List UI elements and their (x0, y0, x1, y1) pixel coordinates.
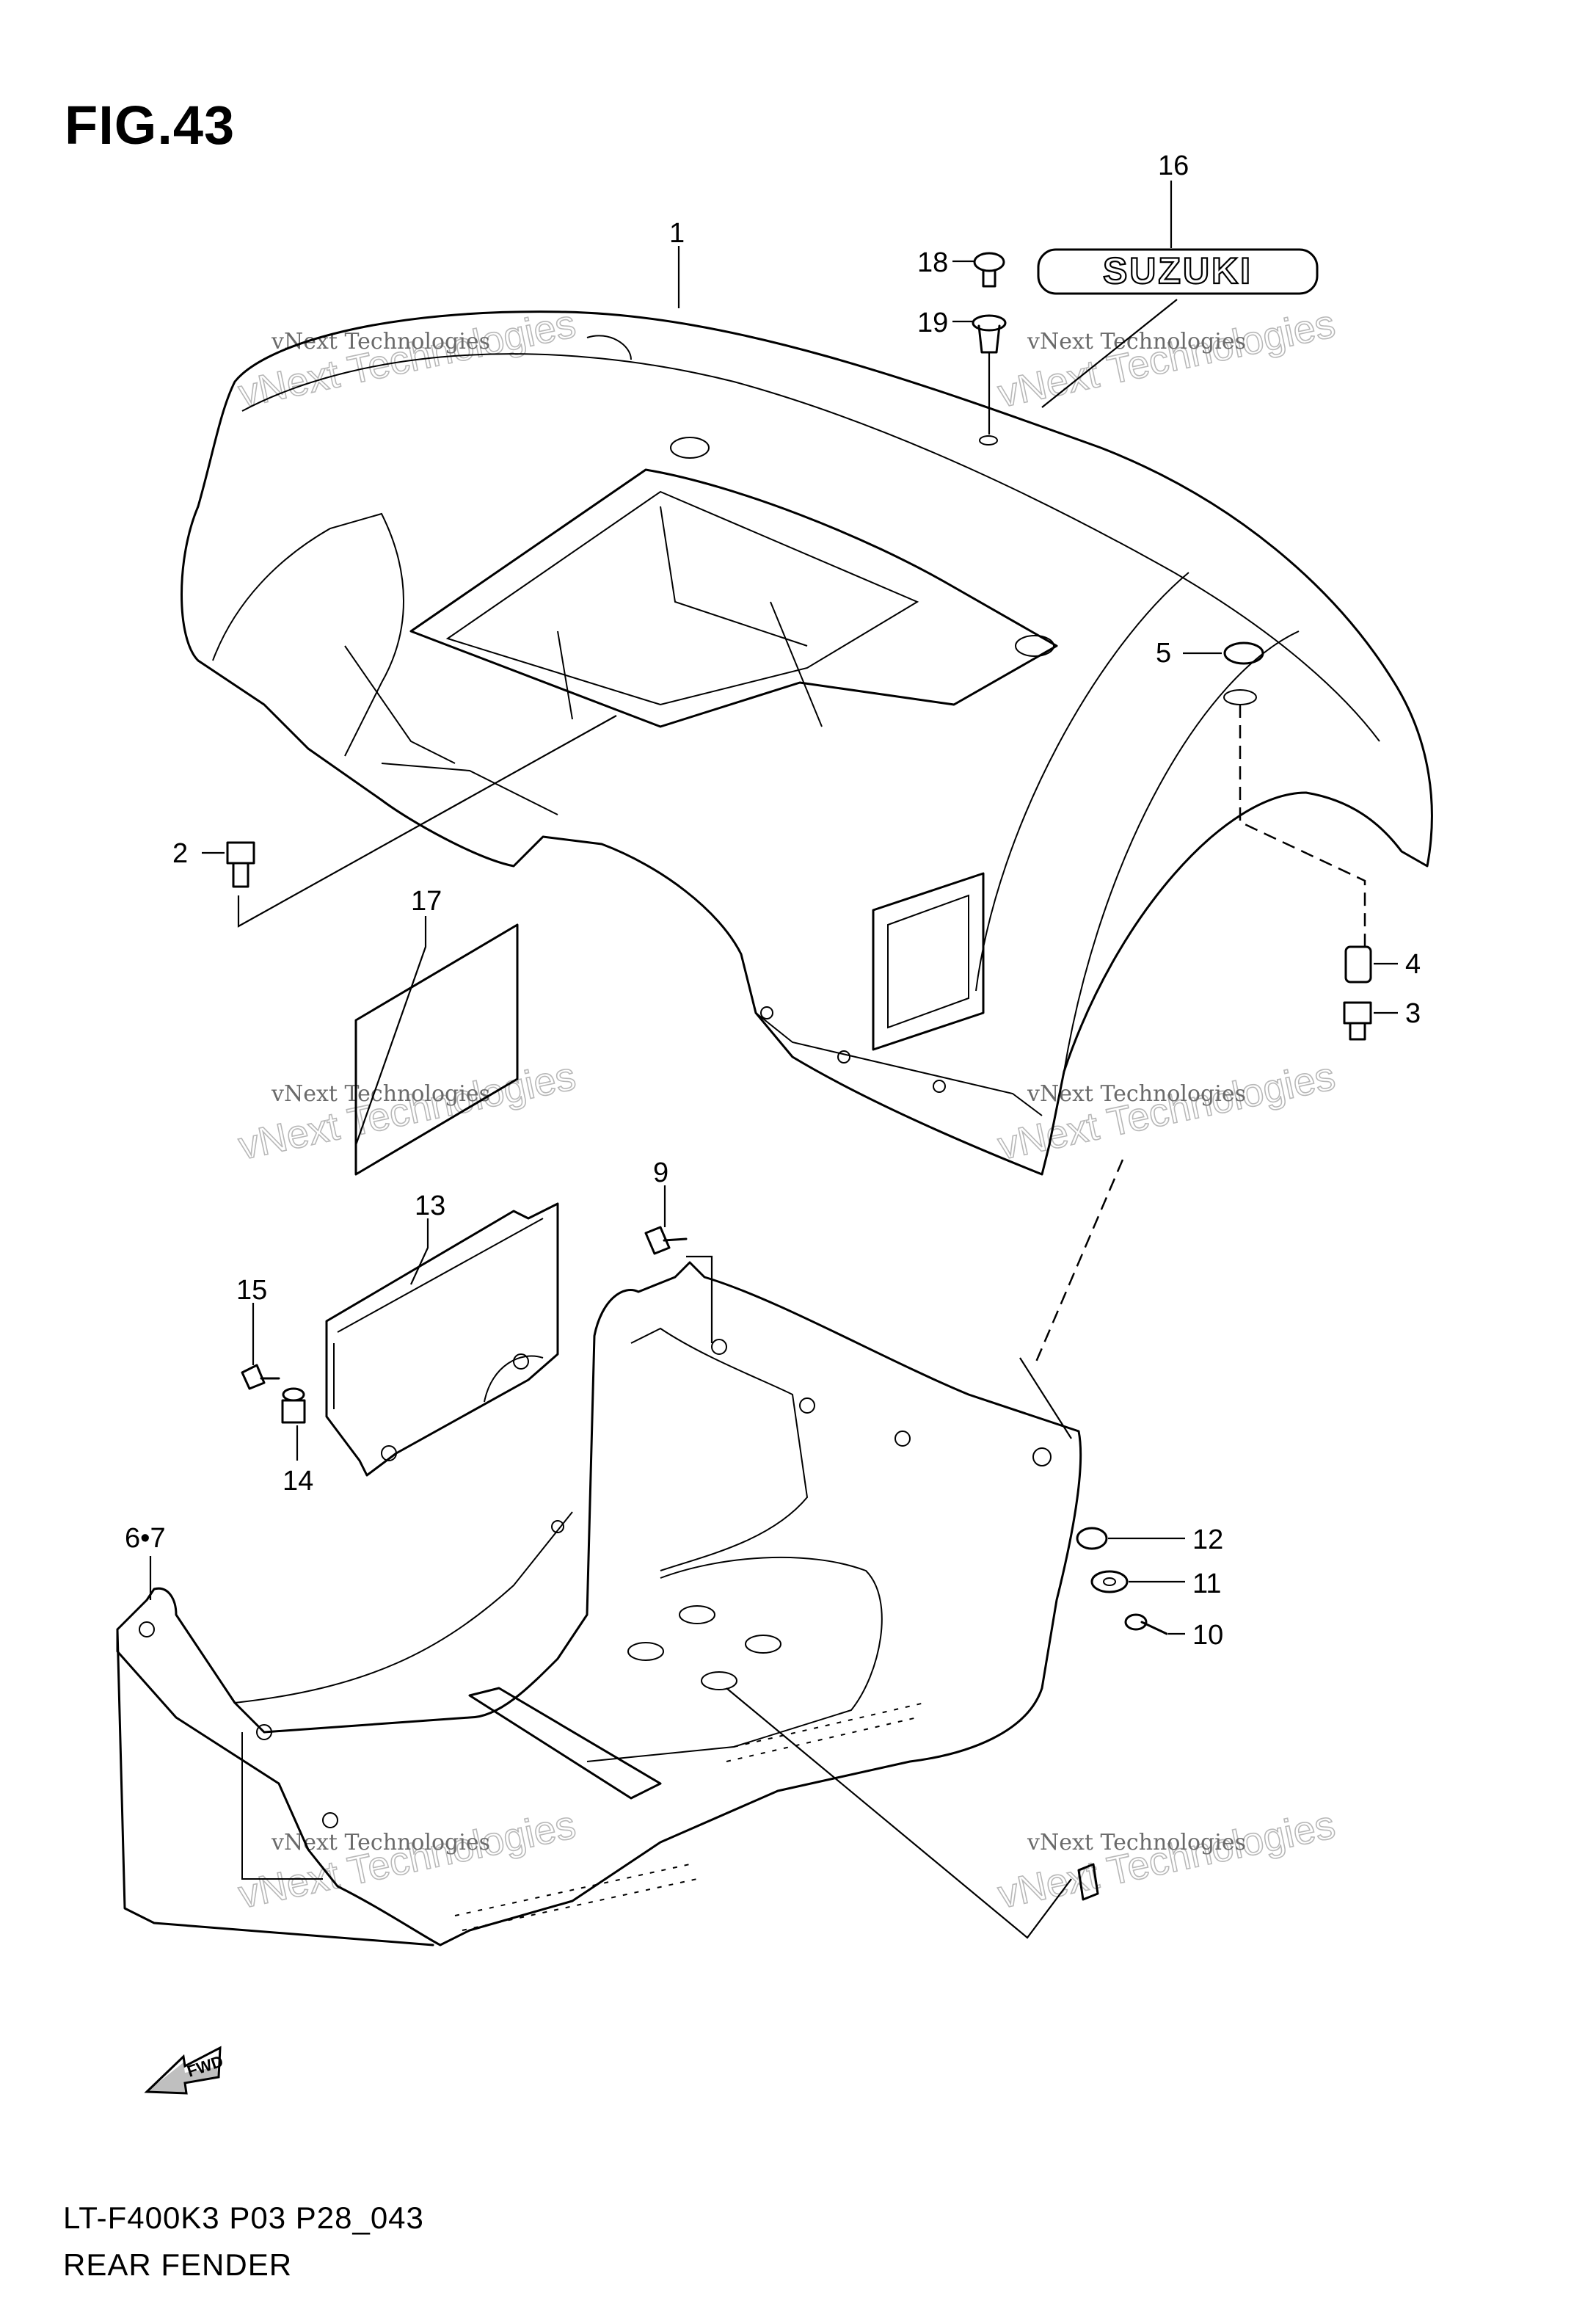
label-sheet-part (354, 923, 519, 1176)
svg-text:vNext Technologies: vNext Technologies (994, 1803, 1339, 1917)
svg-text:vNext Technologies: vNext Technologies (1027, 1830, 1246, 1855)
bolt-3 (1343, 1001, 1372, 1041)
watermark-4: vNext Technologies vNext Technologies (994, 1053, 1339, 1168)
rear-fender-part (181, 310, 1433, 1176)
svg-text:vNext Technologies: vNext Technologies (271, 1081, 490, 1107)
bushing-4 (1344, 945, 1372, 984)
svg-text:vNext Technologies: vNext Technologies (994, 1054, 1339, 1168)
bolt-2 (226, 841, 255, 888)
nut-14 (281, 1387, 306, 1424)
callout-18: 18 (917, 247, 948, 278)
callout-2: 2 (172, 838, 188, 869)
callout-1: 1 (669, 218, 685, 249)
footrest-mudguard-part (116, 1261, 1082, 1946)
svg-text:vNext Technologies: vNext Technologies (1027, 1081, 1246, 1107)
svg-text:vNext Technologies: vNext Technologies (271, 1830, 490, 1855)
watermark-6: vNext Technologies vNext Technologies (994, 1802, 1339, 1917)
bolt-10 (1124, 1613, 1168, 1635)
watermark-3: vNext Technologies vNext Technologies (234, 1053, 580, 1168)
callout-13: 13 (415, 1190, 445, 1221)
svg-text:SUZUKI: SUZUKI (1103, 250, 1253, 291)
grommet-5 (1223, 641, 1264, 665)
callout-labels: 1 2 3 4 5 6•7 9 10 11 12 13 14 15 16 17 … (125, 150, 1421, 1651)
callout-4: 4 (1405, 949, 1421, 980)
svg-text:vNext Technologies: vNext Technologies (1027, 329, 1246, 355)
suzuki-emblem-part: SUZUKI (1037, 248, 1319, 295)
callout-9: 9 (653, 1157, 668, 1188)
cover-plate-part (325, 1202, 559, 1477)
collar-12 (1076, 1527, 1108, 1550)
screw-15 (241, 1364, 280, 1390)
svg-text:vNext Technologies: vNext Technologies (994, 302, 1339, 416)
figure-title: FIG.43 (65, 95, 236, 156)
callout-15: 15 (236, 1275, 267, 1306)
fwd-arrow-icon: FWD (144, 2046, 225, 2095)
callout-12: 12 (1192, 1524, 1223, 1555)
washer-11 (1090, 1570, 1129, 1593)
bolt-18 (973, 252, 1005, 288)
callout-11: 11 (1192, 1568, 1221, 1599)
callout-19: 19 (917, 308, 948, 338)
diagram-caption: REAR FENDER (63, 2247, 293, 2282)
watermark-group: vNext Technologies vNext Technologies vN… (234, 301, 1339, 1917)
callout-14: 14 (283, 1466, 313, 1497)
callout-16: 16 (1158, 150, 1189, 181)
callout-17: 17 (411, 886, 442, 917)
callout-5: 5 (1156, 638, 1171, 669)
svg-text:vNext Technologies: vNext Technologies (235, 1054, 580, 1168)
bolt-lower-right (1077, 1863, 1099, 1901)
screw-9 (644, 1226, 688, 1255)
callout-6-7: 6•7 (125, 1523, 166, 1554)
model-code: LT-F400K3 P03 P28_043 (63, 2200, 424, 2235)
callout-10: 10 (1192, 1620, 1223, 1651)
rivet-19 (972, 314, 1007, 354)
watermark-2: vNext Technologies vNext Technologies (994, 301, 1339, 416)
leader-lines (149, 181, 1398, 1939)
callout-3: 3 (1405, 998, 1421, 1029)
